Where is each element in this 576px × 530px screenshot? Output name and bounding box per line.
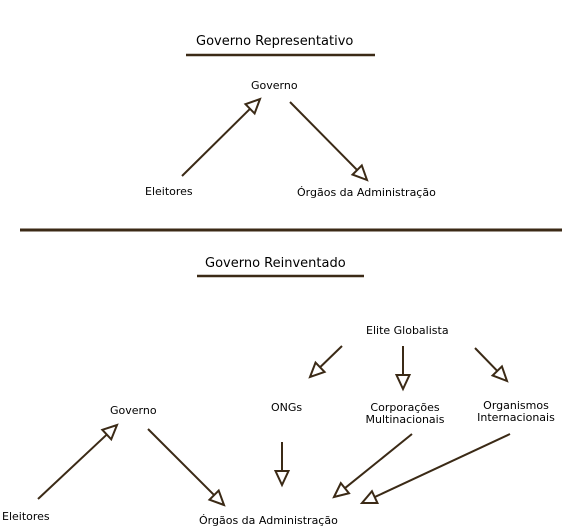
bottom-eleitores-node: Eleitores — [2, 510, 50, 523]
arrow-eleitores-to-governo-bottom — [37, 423, 119, 500]
corporacoes-line2: Multinacionais — [365, 413, 445, 426]
bottom-elite-node: Elite Globalista — [366, 324, 449, 337]
bottom-ongs-node: ONGs — [271, 401, 303, 414]
bottom-orgaos-node: Órgãos da Administração — [199, 514, 338, 527]
arrow-ongs-to-orgaos — [273, 442, 291, 488]
bottom-governo-node: Governo — [110, 404, 157, 417]
arrow-elite-to-organismos — [474, 347, 509, 383]
bottom-corporacoes-node: Corporações Multinacionais — [365, 402, 445, 426]
bottom-organismos-node: Organismos Internacionais — [474, 400, 558, 424]
organismos-line1: Organismos — [483, 399, 549, 412]
top-title: Governo Representativo — [196, 34, 354, 49]
organismos-line2: Internacionais — [477, 411, 555, 424]
bottom-title: Governo Reinventado — [205, 256, 346, 271]
arrow-elite-to-ongs — [308, 345, 343, 379]
arrow-elite-to-corporacoes — [394, 346, 412, 392]
top-orgaos-node: Órgãos da Administração — [297, 186, 436, 199]
arrow-governo-to-orgaos-bottom — [147, 428, 226, 507]
top-eleitores-node: Eleitores — [145, 185, 193, 198]
arrow-governo-to-orgaos-top — [289, 101, 369, 182]
arrow-organismos-to-orgaos — [359, 433, 511, 505]
corporacoes-line1: Corporações — [370, 401, 440, 414]
arrow-corporacoes-to-orgaos — [332, 433, 413, 499]
arrow-eleitores-to-governo-top — [181, 97, 262, 177]
top-governo-node: Governo — [251, 79, 298, 92]
